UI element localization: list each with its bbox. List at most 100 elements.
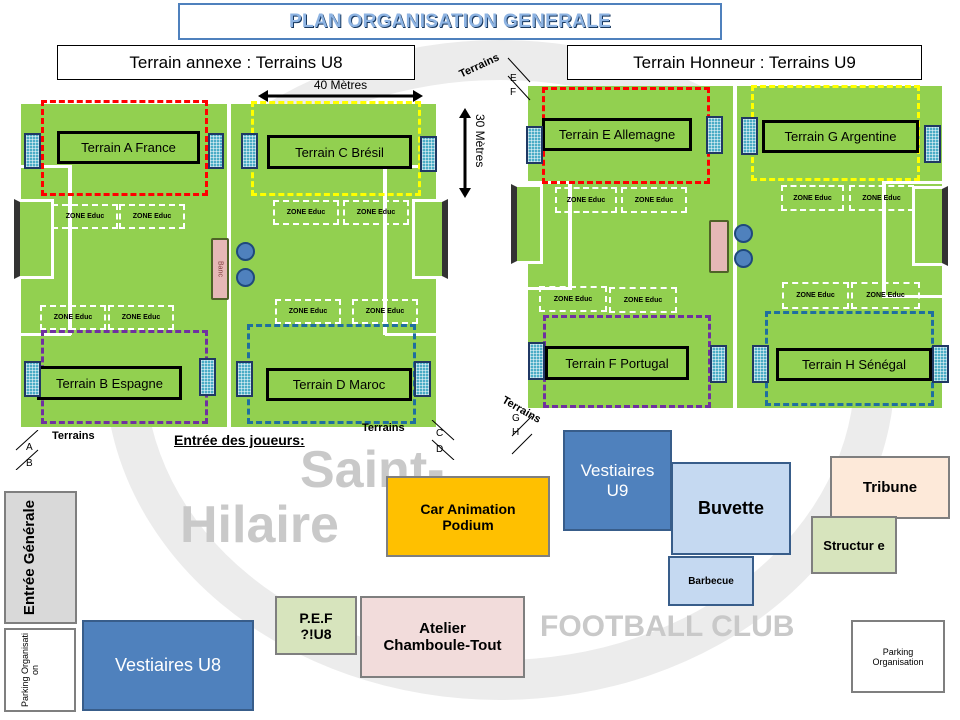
dimension-30m-label: 30 Mètres (473, 114, 487, 168)
zone-educ: ZONE Educ (621, 187, 687, 213)
zone-educ: ZONE Educ (119, 204, 185, 229)
double-arrow-vertical-icon (459, 108, 471, 198)
small-goal (528, 342, 545, 380)
zone-educ: ZONE Educ (851, 282, 920, 309)
pef-box: P.E.F ?!U8 (275, 596, 357, 655)
dimension-40m: 40 Mètres (258, 78, 423, 104)
field-left-line (383, 165, 387, 335)
small-goal (199, 358, 216, 396)
field-left-center-line (227, 104, 231, 427)
dimension-30m: 30 Mètres (455, 108, 489, 198)
field-right-line (882, 181, 942, 184)
terrain-b-label: Terrain B Espagne (37, 366, 182, 400)
tribune-box: Tribune (830, 456, 950, 519)
zone-educ: ZONE Educ (782, 282, 849, 309)
small-goal (208, 133, 224, 169)
header-terrain-honneur: Terrain Honneur : Terrains U9 (567, 45, 922, 80)
small-goal (24, 133, 41, 169)
pointer-lines (511, 415, 533, 455)
terrain-h-label: Terrain H Sénégal (776, 348, 932, 381)
bench-right (709, 220, 729, 273)
double-arrow-horizontal-icon (258, 90, 423, 102)
field-right-line (882, 295, 942, 298)
zone-educ: ZONE Educ (108, 305, 174, 330)
page-title: PLAN ORGANISATION GENERALE (178, 3, 722, 40)
bench-label: Banc (216, 261, 224, 277)
pointer-lines (15, 430, 39, 470)
small-goal (752, 345, 769, 383)
buvette-box: Buvette (671, 462, 791, 555)
terrains-ef-word: Terrains (457, 51, 502, 81)
car-animation-box: Car Animation Podium (386, 476, 550, 557)
terrains-cd-letters: C D (436, 428, 444, 455)
entree-joueurs-label: Entrée des joueurs: (174, 432, 305, 448)
field-right-line (511, 181, 571, 184)
terrains-cd-label: Terrains C D (362, 420, 467, 465)
ball-icon (236, 268, 255, 287)
zone-educ: ZONE Educ (52, 204, 118, 229)
terrains-ab-label: Terrains A B (10, 428, 105, 473)
small-goal (526, 126, 543, 164)
field-left-line (21, 333, 71, 336)
terrains-ef-label: Terrains E F (457, 51, 538, 102)
small-goal (414, 361, 431, 397)
field-right-line (882, 181, 886, 297)
pointer-lines (507, 57, 531, 101)
terrains-ab-word: Terrains (52, 430, 95, 442)
terrain-e-label: Terrain E Allemagne (542, 118, 692, 151)
goal-area-left (14, 199, 54, 279)
barbecue-box: Barbecue (668, 556, 754, 606)
bench-left: Banc (211, 238, 229, 300)
zone-educ: ZONE Educ (849, 185, 914, 211)
field-left-line (21, 165, 71, 168)
goal-area-right (912, 186, 948, 266)
zone-educ: ZONE Educ (343, 200, 409, 225)
ball-icon (734, 249, 753, 268)
header-terrain-annexe: Terrain annexe : Terrains U8 (57, 45, 415, 80)
zone-educ: ZONE Educ (781, 185, 844, 211)
field-left-line (68, 165, 72, 335)
small-goal (706, 116, 723, 154)
terrains-cd-word: Terrains (362, 422, 405, 434)
terrains-ab-letters: A B (26, 442, 33, 469)
vestiaires-u8-box: Vestiaires U8 (82, 620, 254, 711)
terrain-c-label: Terrain C Brésil (267, 135, 412, 169)
entree-generale-box: Entrée Générale (4, 491, 77, 624)
goal-area-left (511, 184, 543, 264)
terrain-f-label: Terrain F Portugal (545, 346, 689, 380)
zone-educ: ZONE Educ (609, 287, 677, 313)
small-goal (24, 361, 41, 397)
atelier-box: Atelier Chamboule-Tout (360, 596, 525, 678)
goal-area-right (412, 199, 448, 279)
zone-terrain-a (41, 100, 208, 196)
terrains-gh-label: Terrains G H (498, 392, 568, 457)
zone-educ: ZONE Educ (352, 299, 418, 324)
ball-icon (734, 224, 753, 243)
small-goal (236, 361, 253, 397)
structure-box: Structur e (811, 516, 897, 574)
small-goal (241, 133, 258, 169)
watermark-text-2: Hilaire (180, 496, 339, 554)
ball-icon (236, 242, 255, 261)
small-goal (741, 117, 758, 155)
terrain-a-label: Terrain A France (57, 131, 200, 164)
entree-generale-label: Entrée Générale (20, 499, 38, 616)
parking-right-box: Parking Organisation (851, 620, 945, 693)
parking-left-label: Parking Organisati on (20, 632, 40, 708)
field-right-line (568, 181, 572, 289)
small-goal (420, 136, 437, 172)
terrains-ef-letters: E F (510, 73, 517, 98)
field-right-center-line (733, 86, 737, 408)
small-goal (932, 345, 949, 383)
parking-left-box: Parking Organisati on (4, 628, 76, 712)
pointer-lines (431, 420, 455, 460)
zone-educ: ZONE Educ (273, 200, 339, 225)
terrain-d-label: Terrain D Maroc (266, 368, 412, 401)
small-goal (710, 345, 727, 383)
dimension-40m-label: 40 Mètres (313, 78, 368, 92)
field-left-line (385, 333, 436, 336)
vestiaires-u9-box: Vestiaires U9 (563, 430, 672, 531)
zone-educ: ZONE Educ (275, 299, 341, 324)
small-goal (924, 125, 941, 163)
terrains-gh-letters: G H (512, 413, 520, 438)
